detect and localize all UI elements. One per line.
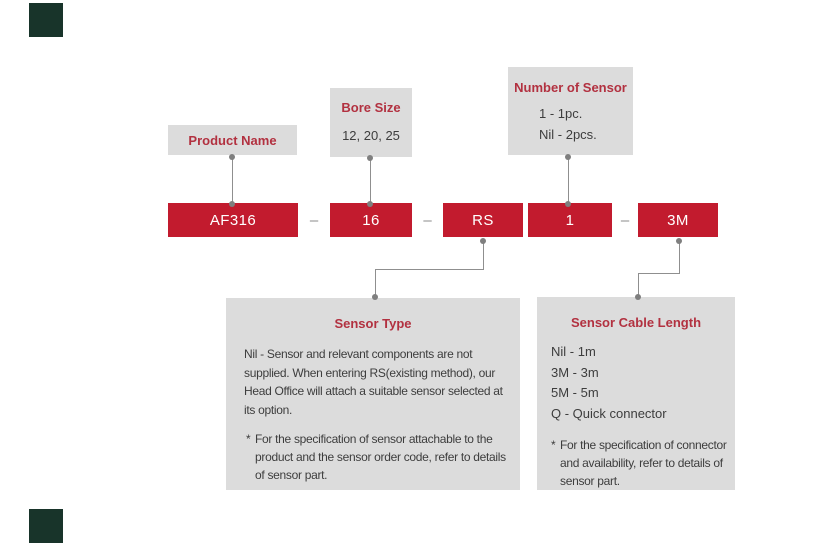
connector-line — [370, 158, 371, 205]
corner-mark-top — [29, 3, 63, 37]
connector-line — [375, 269, 484, 270]
sensor-count-option: Nil - 2pcs. — [539, 127, 597, 142]
connector-dot — [229, 154, 235, 160]
cable-length-option: 3M - 3m — [551, 364, 599, 380]
code-box-sensor-type: RS — [443, 203, 523, 237]
code-separator: – — [620, 211, 630, 229]
footnote-text: For the specification of connector and a… — [560, 438, 727, 488]
connector-dot — [635, 294, 641, 300]
code-box-sensor-count: 1 — [528, 203, 612, 237]
connector-dot — [372, 294, 378, 300]
panel-title: Sensor Cable Length — [570, 315, 702, 330]
code-box-product: AF316 — [168, 203, 298, 237]
connector-line — [568, 157, 569, 205]
code-separator: – — [423, 211, 432, 229]
cable-length-footnote: * For the specification of connector and… — [551, 436, 727, 490]
connector-dot — [565, 154, 571, 160]
corner-mark-bottom — [29, 509, 63, 543]
code-box-bore: 16 — [330, 203, 412, 237]
code-box-cable-length: 3M — [638, 203, 718, 237]
cable-length-option: Q - Quick connector — [551, 405, 667, 421]
connector-line — [679, 241, 680, 273]
connector-dot — [676, 238, 682, 244]
connector-dot — [480, 238, 486, 244]
connector-dot — [367, 201, 373, 207]
callout-title: Number of Sensor — [514, 80, 627, 95]
connector-line — [638, 273, 639, 297]
sensor-type-footnote: * For the specification of sensor attach… — [246, 430, 506, 484]
sensor-count-option: 1 - 1pc. — [539, 106, 583, 121]
connector-line — [638, 273, 680, 274]
cable-length-option: 5M - 5m — [551, 385, 599, 400]
footnote-marker: * — [551, 438, 556, 452]
callout-bore-size: Bore Size 12, 20, 25 — [330, 88, 412, 157]
connector-dot — [229, 201, 235, 207]
code-separator: – — [309, 211, 319, 229]
panel-sensor-type: Sensor Type Nil - Sensor and relevant co… — [226, 298, 520, 490]
panel-title: Sensor Type — [334, 316, 412, 331]
footnote-marker: * — [246, 432, 251, 446]
sensor-type-description: Nil - Sensor and relevant components are… — [244, 347, 503, 417]
connector-line — [375, 269, 376, 297]
panel-sensor-cable-length: Sensor Cable Length Nil - 1m 3M - 3m 5M … — [537, 297, 735, 490]
callout-title: Product Name — [188, 132, 277, 148]
cable-length-option: Nil - 1m — [551, 344, 596, 359]
bore-size-values: 12, 20, 25 — [342, 128, 400, 143]
connector-line — [232, 157, 233, 205]
callout-title: Bore Size — [341, 100, 401, 115]
callout-product-name: Product Name — [168, 125, 297, 155]
connector-line — [483, 241, 484, 269]
connector-dot — [367, 155, 373, 161]
footnote-text: For the specification of sensor attachab… — [255, 432, 506, 482]
callout-number-of-sensor: Number of Sensor 1 - 1pc. Nil - 2pcs. — [508, 67, 633, 155]
connector-dot — [565, 201, 571, 207]
